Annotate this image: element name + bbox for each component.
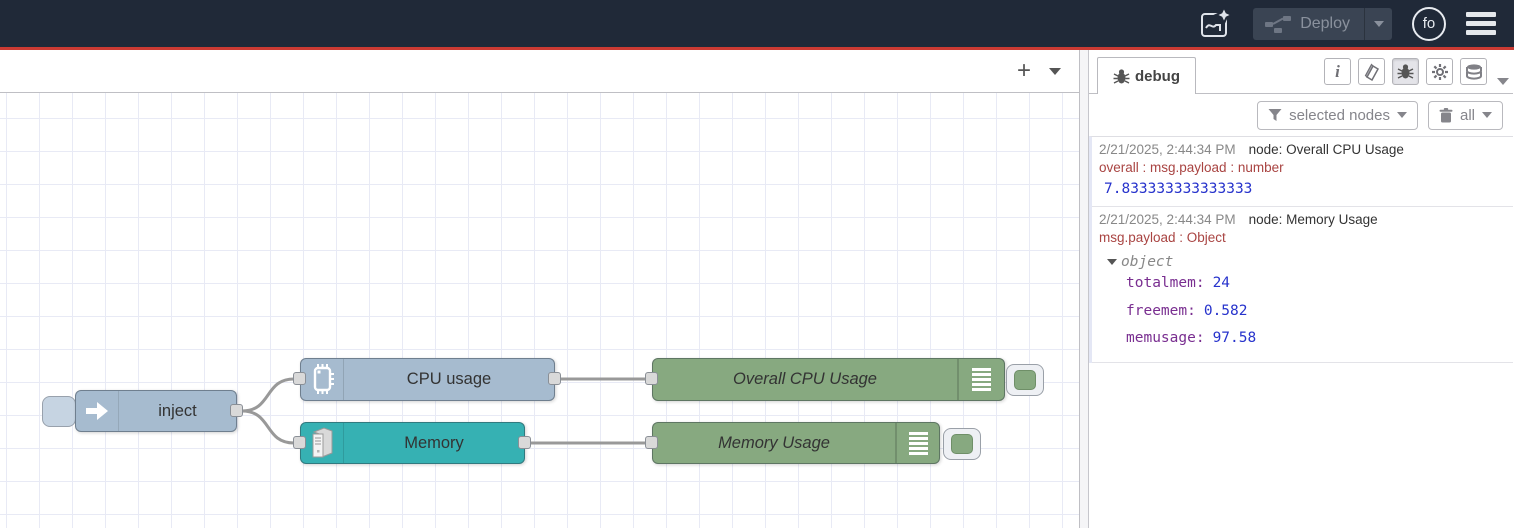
field-key: totalmem: <box>1126 275 1205 291</box>
add-flow-button[interactable]: + <box>1016 57 1031 84</box>
node-debug-overall-cpu[interactable]: Overall CPU Usage <box>652 358 1005 401</box>
sidebar-tools: i <box>1324 58 1495 93</box>
inject-output-port[interactable] <box>230 404 243 417</box>
avatar-label: fo <box>1422 15 1436 32</box>
debug-message-list: 2/21/2025, 2:44:34 PM node: Overall CPU U… <box>1089 136 1513 363</box>
debug-toggle-state <box>951 434 973 454</box>
debug-console-icon <box>957 359 1004 400</box>
field-value: 0.582 <box>1203 302 1248 319</box>
workspace: + inject <box>0 50 1080 528</box>
deploy-button-main[interactable]: Deploy <box>1253 15 1364 33</box>
object-label: object <box>1121 254 1174 270</box>
debug-toggle-state <box>1014 370 1036 390</box>
node-debug-memory[interactable]: Memory Usage <box>652 422 940 464</box>
chevron-down-icon <box>1482 112 1492 118</box>
node-cpu-usage[interactable]: CPU usage <box>300 358 555 401</box>
deploy-options-button[interactable] <box>1364 7 1392 40</box>
deploy-label: Deploy <box>1300 14 1350 32</box>
cpu-chip-icon <box>301 359 344 400</box>
node-label: Overall CPU Usage <box>733 370 877 388</box>
object-field: freemem: 0.582 <box>1099 298 1505 326</box>
memory-output-port[interactable] <box>518 436 531 449</box>
trash-icon <box>1439 107 1453 122</box>
tab-debug-label: debug <box>1135 67 1180 85</box>
message-timestamp: 2/21/2025, 2:44:34 PM <box>1099 212 1236 227</box>
sidebar: debug i <box>1089 50 1513 528</box>
triangle-down-icon <box>1107 259 1117 265</box>
debug-overall-toggle-button[interactable] <box>1006 364 1044 396</box>
message-node-name: node: Overall CPU Usage <box>1248 142 1404 157</box>
message-node-name: node: Memory Usage <box>1248 212 1378 227</box>
deploy-flow-icon <box>1265 15 1292 33</box>
memory-tower-icon <box>301 423 344 463</box>
sidebar-chevron-icon[interactable] <box>1497 78 1509 85</box>
message-property: overall : msg.payload : number <box>1099 160 1284 175</box>
debug-memory-input-port[interactable] <box>645 436 658 449</box>
menu-icon[interactable] <box>1466 12 1496 35</box>
debug-filter-row: selected nodes all <box>1089 94 1513 136</box>
bug-icon[interactable] <box>1392 58 1419 85</box>
deploy-button[interactable]: Deploy <box>1253 7 1392 40</box>
debug-message[interactable]: 2/21/2025, 2:44:34 PM node: Overall CPU U… <box>1092 137 1513 207</box>
tab-debug[interactable]: debug <box>1097 57 1196 94</box>
clear-label: all <box>1459 106 1475 124</box>
user-avatar[interactable]: fo <box>1412 6 1446 41</box>
gear-icon[interactable] <box>1426 58 1453 85</box>
message-property: msg.payload : Object <box>1099 230 1226 245</box>
flow-list-chevron-icon[interactable] <box>1049 67 1061 75</box>
memory-input-port[interactable] <box>293 436 306 449</box>
debug-console-icon <box>895 423 939 463</box>
message-timestamp: 2/21/2025, 2:44:34 PM <box>1099 142 1236 157</box>
node-memory[interactable]: Memory <box>300 422 525 464</box>
node-label: Memory Usage <box>718 433 830 452</box>
header-accent-bar <box>0 47 1514 50</box>
wire-layer <box>240 377 648 445</box>
object-field: memusage: 97.58 <box>1099 325 1505 353</box>
wire-inject-cpu[interactable] <box>240 377 296 413</box>
debug-overall-input-port[interactable] <box>645 372 658 385</box>
object-field: totalmem: 24 <box>1099 270 1505 298</box>
field-value: 97.58 <box>1212 330 1257 346</box>
node-inject[interactable]: inject <box>75 390 237 432</box>
field-key: freemem: <box>1126 302 1196 319</box>
wire-inject-memory[interactable] <box>240 409 296 445</box>
app-header: Deploy fo <box>0 0 1514 47</box>
flow-tab-bar: + <box>0 50 1079 93</box>
flow-assistant-icon[interactable] <box>1197 5 1234 42</box>
message-value: 7.833333333333333 <box>1104 181 1253 197</box>
debug-memory-toggle-button[interactable] <box>943 428 981 460</box>
inject-arrow-icon <box>76 391 119 431</box>
filter-selected-nodes-button[interactable]: selected nodes <box>1257 100 1418 130</box>
chevron-down-icon <box>1373 20 1384 27</box>
node-label: Memory <box>404 433 464 452</box>
filter-label: selected nodes <box>1289 106 1390 124</box>
field-value: 24 <box>1212 275 1231 291</box>
sidebar-resize-handle[interactable] <box>1080 50 1089 528</box>
bug-icon <box>1113 68 1130 84</box>
cpu-input-port[interactable] <box>293 372 306 385</box>
flow-canvas[interactable]: inject CPU usage <box>0 93 1079 528</box>
chevron-down-icon <box>1396 112 1407 118</box>
clear-messages-button[interactable]: all <box>1427 100 1503 130</box>
inject-trigger-button[interactable] <box>42 396 76 427</box>
object-expander[interactable]: object <box>1099 254 1505 270</box>
funnel-icon <box>1268 109 1282 121</box>
info-icon[interactable]: i <box>1324 58 1351 85</box>
node-label: inject <box>158 401 197 420</box>
sidebar-tab-bar: debug i <box>1089 50 1513 94</box>
book-icon[interactable] <box>1358 58 1385 85</box>
context-data-icon[interactable] <box>1460 58 1487 85</box>
cpu-output-port[interactable] <box>548 372 561 385</box>
field-key: memusage: <box>1126 330 1205 346</box>
node-label: CPU usage <box>406 370 492 388</box>
